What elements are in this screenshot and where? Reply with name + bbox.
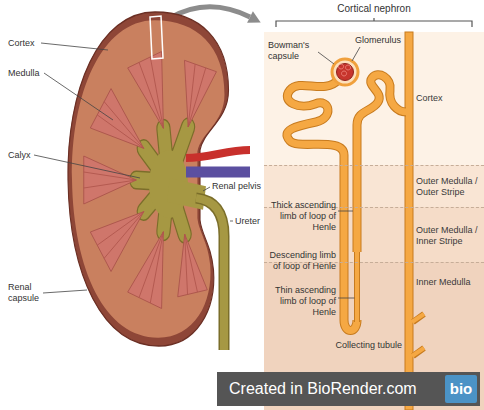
leader-line bbox=[318, 47, 360, 298]
watermark-text: Created in BioRender.com bbox=[229, 379, 417, 399]
panel-heading: Cortical nephron bbox=[264, 3, 484, 15]
medulla-pyramid bbox=[178, 234, 208, 297]
part-label: Glomerulus bbox=[355, 35, 403, 46]
logo-badge: bio bbox=[445, 375, 477, 403]
distal-tubule bbox=[357, 75, 407, 252]
part-label: Descending limb of loop of Henle bbox=[266, 250, 336, 272]
part-label: Bowman's capsule bbox=[268, 40, 316, 62]
renal-cortex bbox=[72, 20, 225, 337]
medulla-pyramid bbox=[128, 232, 164, 309]
glomerulus bbox=[337, 64, 354, 81]
part-label: Thick ascending limb of loop of Henle bbox=[266, 200, 336, 233]
zone-label: Inner Medulla bbox=[416, 277, 482, 288]
zone-label: Outer Medulla / Outer Stripe bbox=[416, 176, 482, 198]
distal-tubule-outline bbox=[357, 75, 406, 252]
part-label: Renal pelvis bbox=[212, 181, 264, 192]
renal-vein bbox=[186, 167, 250, 178]
zone-label: Cortex bbox=[416, 93, 482, 104]
bracket bbox=[276, 18, 472, 27]
ureter-outline bbox=[196, 198, 224, 350]
part-label: Collecting tubule bbox=[331, 340, 402, 351]
kidney bbox=[68, 12, 229, 346]
logo-text: bio bbox=[445, 380, 477, 398]
part-label: Thin ascending limb of loop of Henle bbox=[266, 285, 336, 318]
renal-capsule bbox=[68, 12, 229, 346]
capillary-loops bbox=[339, 64, 351, 76]
thin-limb bbox=[355, 250, 359, 323]
arrow-head bbox=[247, 11, 261, 23]
sample-slice bbox=[150, 16, 163, 59]
part-label: Ureter bbox=[235, 216, 262, 227]
leader-line bbox=[34, 43, 233, 293]
tubule-branch bbox=[412, 314, 424, 356]
part-label: Cortex bbox=[8, 38, 42, 49]
ureter bbox=[196, 198, 224, 350]
watermark-badge: Created in BioRender.com bio bbox=[217, 372, 480, 406]
tubule-branch-outline bbox=[413, 314, 424, 356]
part-label: Calyx bbox=[8, 150, 34, 161]
renal-artery bbox=[186, 150, 250, 158]
zone-label: Outer Medulla / Inner Stripe bbox=[416, 225, 482, 247]
thin-limb-outline bbox=[354, 250, 360, 322]
bowmans-capsule bbox=[332, 59, 358, 85]
part-label: Renal capsule bbox=[8, 282, 44, 304]
medulla-pyramid bbox=[84, 156, 137, 204]
pyramid-striation bbox=[84, 57, 206, 303]
medulla-pyramid bbox=[128, 52, 164, 129]
part-label: Medulla bbox=[8, 68, 44, 79]
